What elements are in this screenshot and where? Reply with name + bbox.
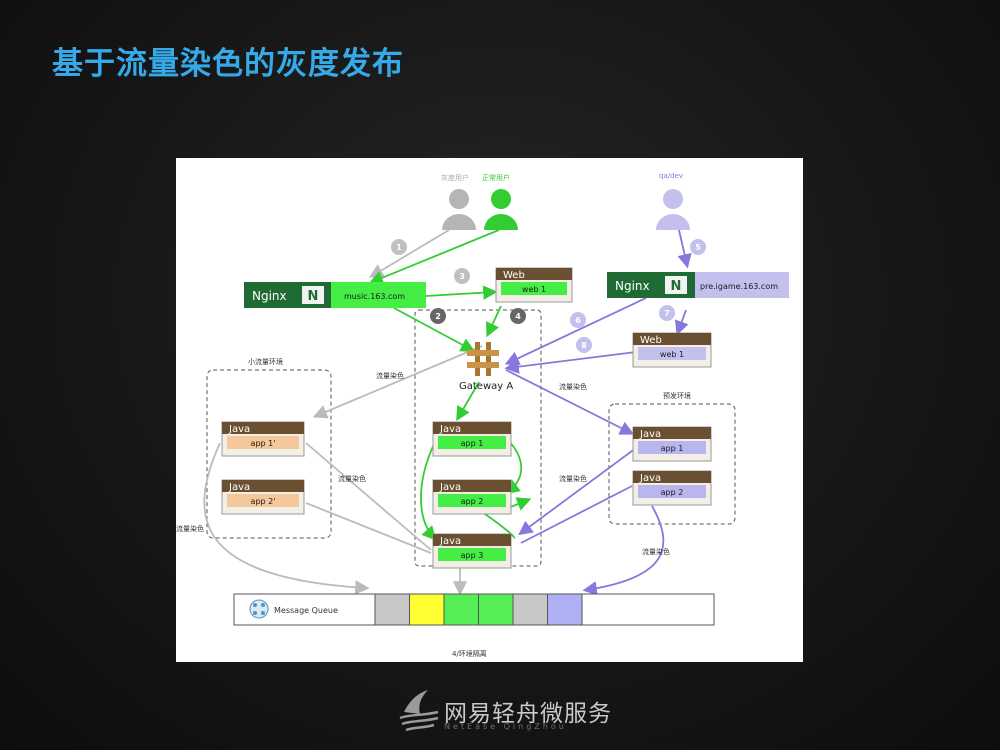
java-header: Java (439, 482, 461, 493)
nginx-logo-icon (665, 276, 687, 294)
dyeing-label: 流量染色 (642, 547, 670, 556)
app-label: app 1' (251, 439, 276, 448)
normal-user-label: 正常用户 (482, 173, 510, 182)
web-right-box: Web web 1 (632, 332, 712, 368)
small-traffic-env-label: 小流量环境 (248, 357, 283, 366)
web-right-header: Web (640, 335, 662, 346)
java-app-pre-1: Java app 1 (632, 426, 712, 462)
dyeing-label: 流量染色 (559, 382, 587, 391)
java-app-small-2: Java app 2' (221, 479, 305, 515)
app-label: app 3 (461, 551, 484, 560)
nginx-left-label: Nginx (252, 289, 287, 303)
message-queue-slot (443, 593, 479, 626)
app-label: app 1 (461, 439, 484, 448)
message-queue: Message Queue (233, 593, 715, 626)
java-app-main-3: Java app 3 (432, 533, 512, 569)
nginx-logo-letter: N (671, 279, 682, 294)
dev-traffic-edges (504, 229, 692, 596)
java-app-main-1: Java app 1 (432, 421, 512, 457)
web-left-header: Web (503, 270, 525, 281)
java-header: Java (639, 429, 661, 440)
isolation-label: 4/环境隔离 (452, 649, 487, 658)
footer-brand-text: 网易轻舟微服务 (444, 701, 612, 727)
dyeing-labels: 流量染色 流量染色 流量染色 流量染色 流量染色 流量染色 (176, 371, 670, 556)
dyeing-label: 流量染色 (559, 474, 587, 483)
nginx-left: Nginx N music.163.com (244, 282, 426, 308)
nginx-right: Nginx N pre.igame.163.com (607, 272, 789, 298)
step-badge: 3 (459, 272, 465, 281)
nginx-right-domain: pre.igame.163.com (700, 282, 778, 291)
slide-title: 基于流量染色的灰度发布 (52, 46, 404, 82)
message-queue-slots (374, 593, 583, 626)
java-app-pre-2: Java app 2 (632, 470, 712, 506)
gateway-label: Gateway A (459, 381, 513, 392)
dev-user-label: qa/dev (659, 172, 683, 180)
nginx-left-domain: music.163.com (344, 292, 405, 301)
dev-user-icon (656, 189, 690, 230)
gateway-icon (467, 342, 499, 376)
web-left-box: Web web 1 (495, 267, 573, 303)
java-app-small-1: Java app 1' (221, 421, 305, 457)
message-queue-icon (249, 599, 269, 619)
step-badge: 7 (664, 309, 670, 318)
web-right-instance: web 1 (660, 350, 684, 359)
dyeing-label: 流量染色 (176, 524, 204, 533)
step-badge: 6 (575, 316, 581, 325)
message-queue-slot (374, 593, 410, 626)
step-badge: 4 (515, 312, 521, 321)
gray-traffic-edges (203, 229, 483, 596)
web-left-instance: web 1 (522, 285, 546, 294)
small-traffic-env-box (206, 369, 332, 539)
step-badges: 1 2 3 4 5 6 7 8 (391, 239, 706, 353)
nginx-right-label: Nginx (615, 279, 650, 293)
java-header: Java (639, 473, 661, 484)
step-badge: 2 (435, 312, 441, 321)
dyeing-label: 流量染色 (338, 474, 366, 483)
pre-release-env-label: 预发环境 (663, 391, 691, 400)
pre-release-env-box (608, 403, 736, 525)
java-header: Java (439, 424, 461, 435)
architecture-diagram: 灰度用户 正常用户 qa/dev 1 2 3 4 5 6 7 8 Nginx N… (176, 172, 789, 658)
message-queue-slot (409, 593, 445, 626)
qingzhou-logo-icon (399, 690, 439, 732)
step-badge: 1 (396, 243, 402, 252)
nginx-logo-icon (302, 286, 324, 304)
java-header: Java (439, 536, 461, 547)
app-label: app 1 (661, 444, 684, 453)
diagram-panel: 灰度用户 正常用户 qa/dev 1 2 3 4 5 6 7 8 Nginx N… (176, 158, 803, 662)
gray-user-icon (442, 189, 476, 230)
java-app-main-2: Java app 2 (432, 479, 512, 515)
normal-user-icon (484, 189, 518, 230)
step-badge: 8 (581, 341, 587, 350)
nginx-logo-letter: N (308, 289, 319, 304)
java-header: Java (228, 424, 250, 435)
app-label: app 2 (661, 488, 684, 497)
message-queue-slot (547, 593, 583, 626)
gray-user-label: 灰度用户 (441, 173, 469, 182)
app-label: app 2' (251, 497, 276, 506)
dyeing-label: 流量染色 (376, 371, 404, 380)
footer-brand: 网易轻舟微服务 NetEase QingZhou (398, 688, 618, 734)
message-queue-label: Message Queue (274, 606, 338, 615)
java-header: Java (228, 482, 250, 493)
message-queue-slot (512, 593, 548, 626)
footer-subtitle: NetEase QingZhou (444, 722, 567, 731)
app-label: app 2 (461, 497, 484, 506)
step-badge: 5 (695, 243, 701, 252)
message-queue-slot (478, 593, 514, 626)
